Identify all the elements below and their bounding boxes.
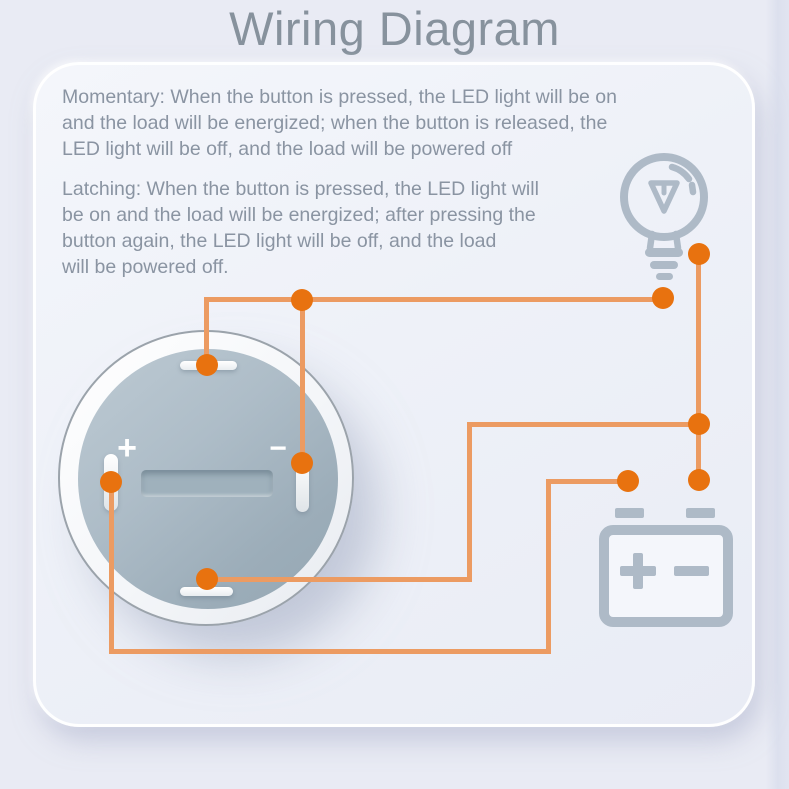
wire-segment	[204, 297, 665, 302]
battery-terminal-right	[686, 508, 715, 518]
latching-line: Latching: When the button is pressed, th…	[62, 178, 539, 200]
negative-label: −	[269, 432, 287, 465]
momentary-line: LED light will be off, and the load will…	[62, 138, 513, 160]
wire-segment	[109, 480, 114, 654]
battery-minus-icon	[674, 566, 709, 576]
momentary-line: Momentary: When the button is pressed, t…	[62, 86, 617, 108]
battery-terminal-left	[615, 508, 644, 518]
connection-dot	[291, 289, 313, 311]
connection-dot	[688, 469, 710, 491]
wire-segment	[205, 577, 470, 582]
wire-segment	[546, 479, 551, 654]
connection-dot	[652, 287, 674, 309]
connection-dot	[688, 413, 710, 435]
connection-dot	[196, 568, 218, 590]
latching-line: will be powered off.	[62, 256, 229, 278]
connection-dot	[100, 471, 122, 493]
wire-segment	[546, 479, 630, 484]
light-bulb-icon	[620, 153, 708, 280]
wire-segment	[109, 649, 551, 654]
wire-segment	[467, 422, 472, 582]
latching-description: Latching: When the button is pressed, th…	[62, 176, 539, 280]
connection-dot	[617, 470, 639, 492]
battery-plus-icon	[620, 553, 656, 589]
connection-dot	[688, 243, 710, 265]
push-button-slot	[141, 470, 273, 497]
wire-segment	[300, 297, 305, 465]
page-title: Wiring Diagram	[229, 2, 560, 55]
latching-line: button again, the LED light will be off,…	[62, 230, 497, 252]
wire-segment	[204, 297, 209, 367]
momentary-line: and the load will be energized; when the…	[62, 112, 608, 134]
momentary-description: Momentary: When the button is pressed, t…	[62, 84, 617, 162]
connection-dot	[196, 354, 218, 376]
wire-segment	[467, 422, 701, 427]
connection-dot	[291, 452, 313, 474]
latching-line: be on and the load will be energized; af…	[62, 204, 536, 226]
wire-segment	[696, 252, 701, 482]
terminal-bottom	[180, 587, 233, 596]
positive-label: +	[117, 429, 137, 467]
battery-icon	[599, 508, 733, 627]
